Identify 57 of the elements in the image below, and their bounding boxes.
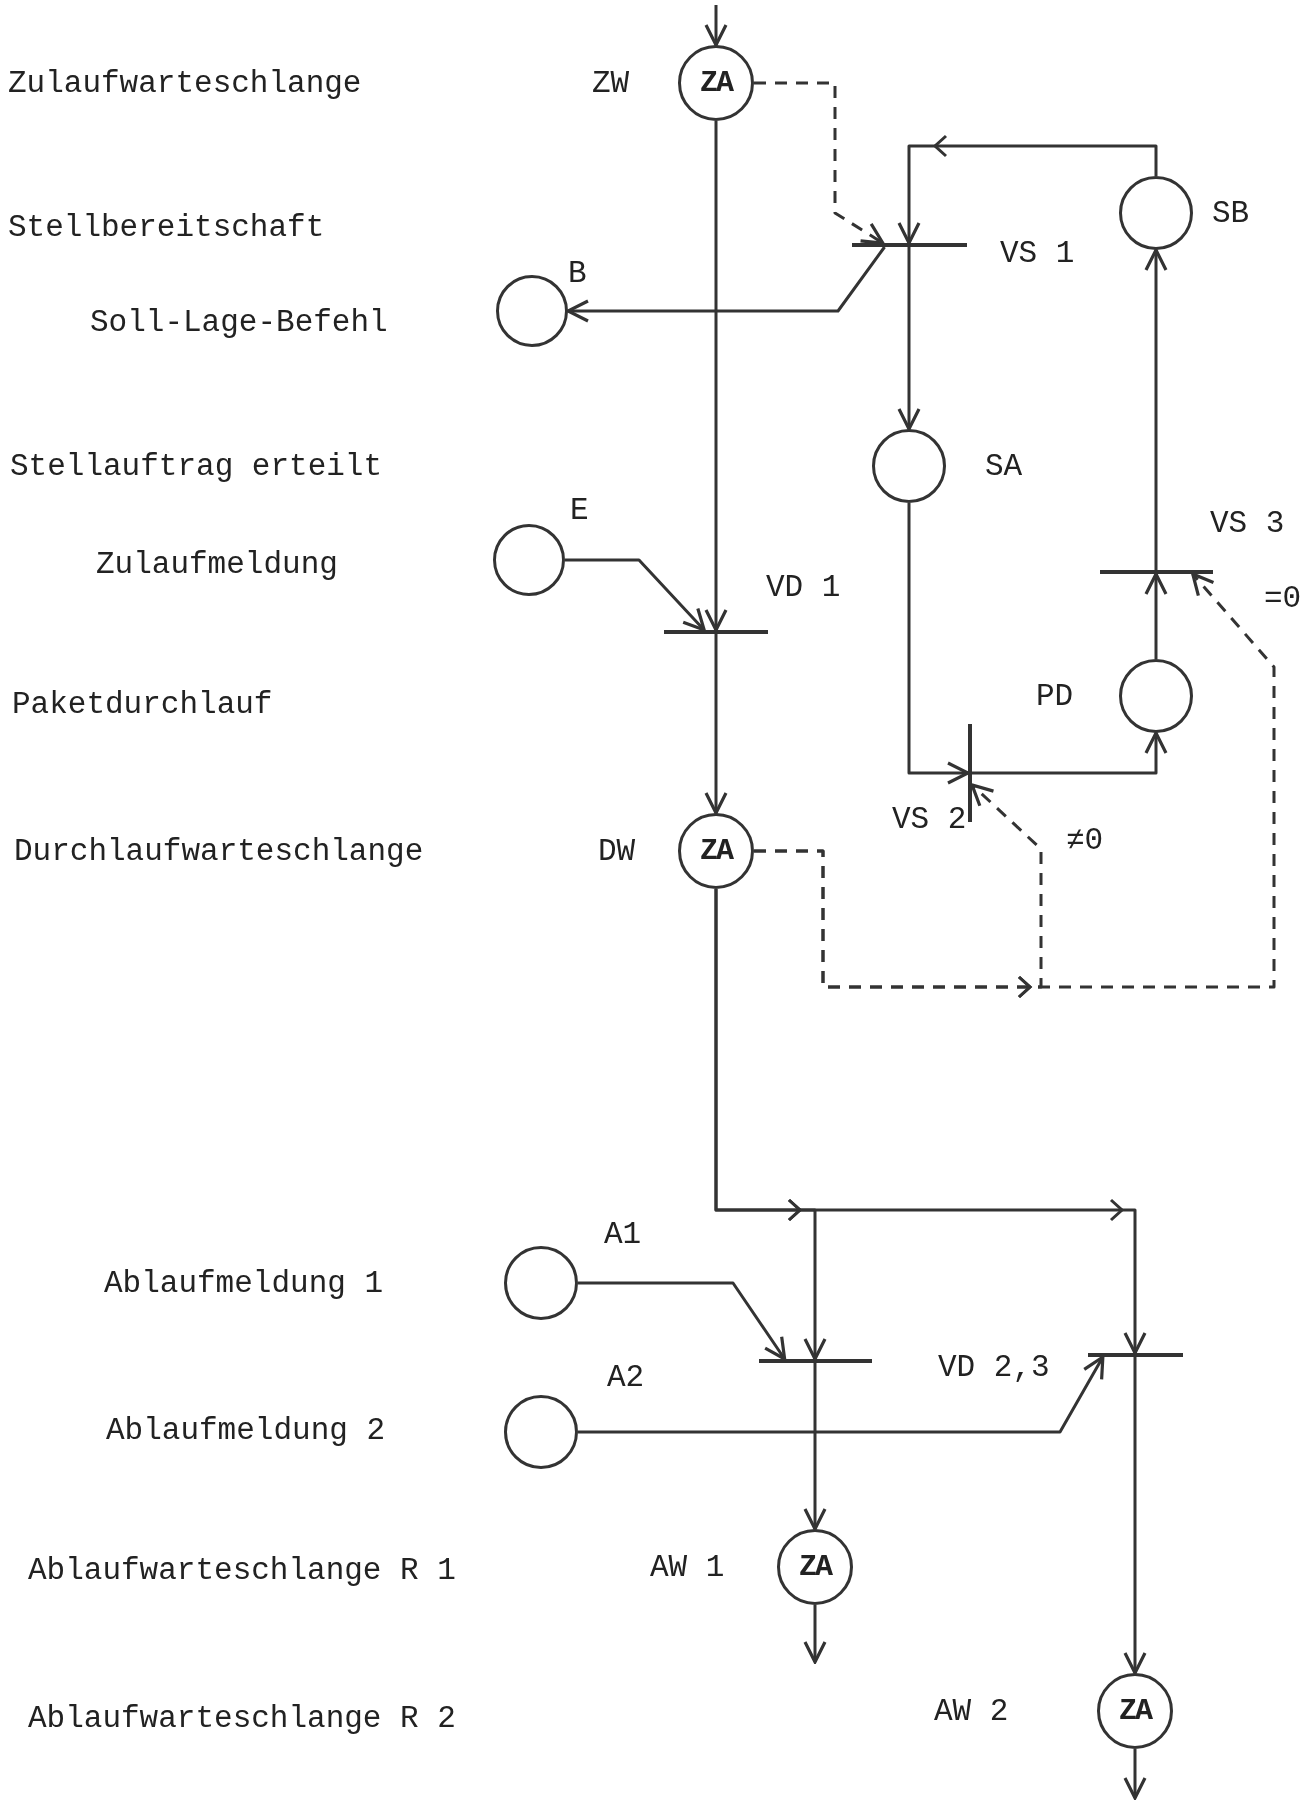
arrow (1123, 1749, 1147, 1800)
text-label: Stellbereitschaft (8, 211, 325, 243)
node-label: DW (598, 835, 636, 867)
node-label: PD (1036, 680, 1074, 712)
place-label: ZA (1119, 1696, 1151, 1726)
dashed-arrow (754, 572, 1276, 999)
text-label: Stellauftrag erteilt (10, 450, 383, 482)
text-label: Zulaufwarteschlange (8, 67, 362, 99)
arrow (907, 503, 970, 785)
node-label: VS 2 (892, 803, 967, 835)
arrow (897, 247, 921, 431)
arrow (704, 5, 728, 47)
arrow (704, 121, 728, 632)
arrow (972, 731, 1168, 775)
node-label: SB (1212, 197, 1250, 229)
text-label: Paketdurchlauf (12, 688, 273, 720)
node-label: VD 1 (766, 571, 841, 603)
text-label: Ablaufwarteschlange R 1 (28, 1554, 456, 1586)
arrow (897, 134, 1158, 245)
text-label: Zulaufmeldung (96, 548, 338, 580)
node-label: A2 (607, 1361, 645, 1393)
node-label: E (570, 494, 589, 526)
arrow (704, 634, 728, 815)
transition-bar (664, 630, 768, 634)
text-label: Ablaufwarteschlange R 2 (28, 1702, 456, 1734)
node-label: B (568, 257, 587, 289)
node-label: VS 3 (1210, 507, 1285, 539)
arrow (578, 1281, 787, 1361)
arrow (565, 558, 706, 632)
node-label: AW 2 (934, 1695, 1009, 1727)
transition-bar (758, 1359, 872, 1363)
place-label: ZA (700, 836, 732, 866)
transition-bar (968, 724, 972, 822)
arrow (1144, 248, 1168, 570)
arrow (1123, 1357, 1147, 1675)
transition-bar (851, 243, 967, 247)
place-label: ZA (700, 68, 732, 98)
transition-bar (1087, 1353, 1183, 1357)
arrow (803, 1363, 827, 1531)
arrow (566, 246, 886, 323)
arrow (578, 1355, 1105, 1434)
text-label: Durchlaufwarteschlange (14, 835, 424, 867)
node-label: AW 1 (650, 1551, 725, 1583)
dashed-arrow (754, 81, 885, 245)
place-label: ZA (799, 1552, 831, 1582)
arrow (803, 1605, 827, 1664)
text-label: Ablaufmeldung 1 (104, 1267, 384, 1299)
node-label: ZW (592, 67, 630, 99)
text-label: Soll-Lage-Befehl (90, 306, 388, 338)
transition-bar (1099, 570, 1213, 574)
node-label: SA (985, 450, 1023, 482)
arrow (1144, 572, 1168, 659)
text-label: Ablaufmeldung 2 (106, 1414, 386, 1446)
text-label: VD 2,3 (938, 1351, 1050, 1383)
node-label: VS 1 (1000, 237, 1075, 269)
node-label: A1 (604, 1218, 642, 1250)
arrow (714, 889, 1147, 1355)
